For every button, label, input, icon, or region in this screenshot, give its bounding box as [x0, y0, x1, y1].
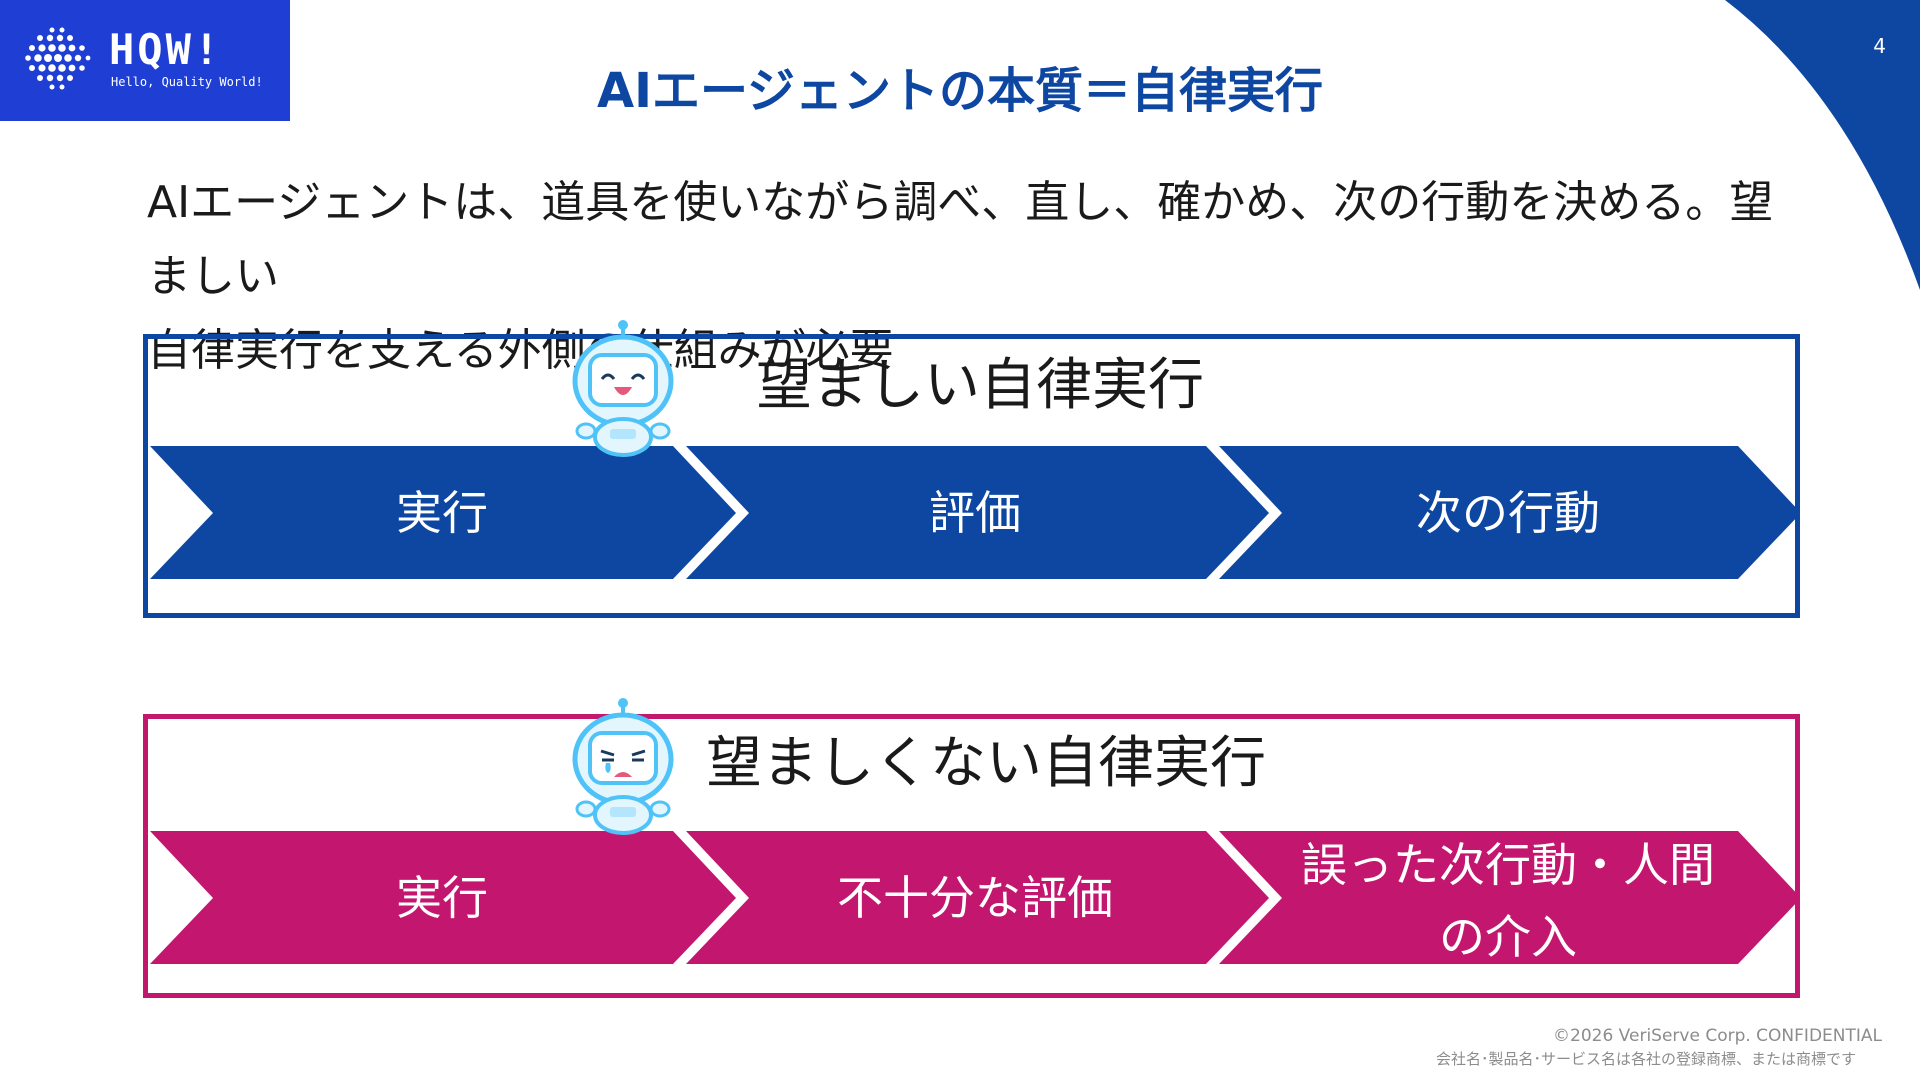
desirable-execution-panel: 実行 評価 次の行動 望ましい自律実行	[143, 320, 1800, 618]
robot-sad-icon	[572, 698, 674, 835]
step-label-next-action: 次の行動	[1416, 486, 1600, 540]
logo-tagline: Hello, Quality World!	[111, 75, 263, 89]
panel-title-desirable: 望ましい自律実行	[756, 353, 1204, 418]
step-label-insufficient-evaluation: 不十分な評価	[837, 871, 1113, 925]
company-logo[interactable]: HQW! Hello, Quality World!	[0, 0, 290, 121]
logo-dots-icon	[25, 27, 91, 90]
chevron-step-3	[1219, 446, 1795, 579]
robot-happy-icon	[572, 320, 674, 457]
step-label-wrong-next-action-line-1: 誤った次行動・人間	[1301, 838, 1715, 892]
chevron-step-2	[686, 831, 1269, 964]
step-label-wrong-next-action: 誤った次行動・人間 の介入	[1278, 829, 1738, 973]
slide-title: AIエージェントの本質＝自律実行	[596, 63, 1324, 119]
chevron-step-1	[150, 831, 736, 964]
intro-line-1: AIエージェントは、道具を使いながら調べ、直し、確かめ、次の行動を決める。望まし…	[147, 177, 1774, 302]
intro-text: AIエージェントは、道具を使いながら調べ、直し、確かめ、次の行動を決める。望まし…	[147, 166, 1787, 388]
page-number: 4	[1873, 34, 1886, 58]
step-label-evaluate: 評価	[929, 486, 1021, 540]
footer-trademark: 会社名･製品名･サービス名は各社の登録商標、または商標です	[1435, 1050, 1856, 1068]
chevron-step-1	[150, 446, 736, 579]
chevron-step-2	[686, 446, 1269, 579]
undesirable-execution-panel: 実行 不十分な評価 誤った次行動・人間 の介入 望ましくない自律実行	[143, 698, 1800, 998]
chevron-step-3	[1219, 831, 1795, 964]
panel-title-undesirable: 望ましくない自律実行	[706, 731, 1266, 796]
process-chevrons	[150, 831, 1795, 964]
step-label-execute: 実行	[396, 486, 488, 540]
step-label-wrong-next-action-line-2: の介入	[1439, 910, 1577, 964]
logo-name: HQW!	[109, 25, 223, 74]
process-chevrons	[150, 446, 1795, 579]
intro-line-2: 自律実行を支える外側の仕組みが必要	[147, 325, 894, 376]
step-label-execute: 実行	[396, 871, 488, 925]
footer-copyright: ©2026 VeriServe Corp. CONFIDENTIAL	[1553, 1026, 1882, 1046]
